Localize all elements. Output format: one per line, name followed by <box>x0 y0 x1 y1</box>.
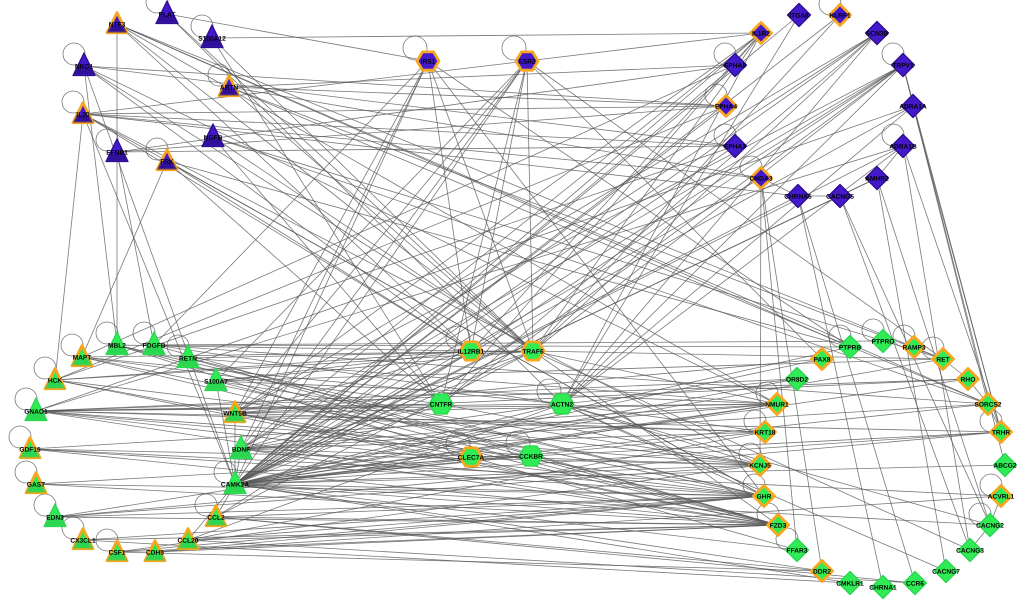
svg-text:RHO: RHO <box>961 377 976 384</box>
svg-text:OR8D2: OR8D2 <box>786 377 808 384</box>
svg-text:NRG1: NRG1 <box>75 64 94 71</box>
svg-text:CHRNA1: CHRNA1 <box>869 585 897 592</box>
svg-text:EDN3: EDN3 <box>46 515 64 522</box>
svg-text:CLEC7A: CLEC7A <box>458 455 485 462</box>
svg-text:CCKBR: CCKBR <box>519 454 543 461</box>
svg-text:FFAR3: FFAR3 <box>787 548 808 555</box>
svg-text:CACNG7: CACNG7 <box>932 569 960 576</box>
svg-text:ARTN: ARTN <box>220 85 239 92</box>
svg-text:CCR6: CCR6 <box>906 581 924 588</box>
svg-text:RETN: RETN <box>179 356 197 363</box>
svg-text:CACNG3: CACNG3 <box>956 548 984 555</box>
svg-text:HCK: HCK <box>48 378 63 385</box>
svg-text:CACNG5: CACNG5 <box>826 194 854 201</box>
svg-text:DDR2: DDR2 <box>813 569 831 576</box>
svg-text:EPHA3: EPHA3 <box>724 144 746 151</box>
svg-text:NTF3: NTF3 <box>109 22 126 29</box>
svg-text:SORCS2: SORCS2 <box>974 402 1001 409</box>
svg-text:S100A7: S100A7 <box>204 379 228 386</box>
svg-text:PLAT: PLAT <box>159 12 176 19</box>
svg-text:ACTN2: ACTN2 <box>551 402 573 409</box>
svg-text:CCL2: CCL2 <box>207 515 225 522</box>
svg-text:CCL20: CCL20 <box>178 538 199 545</box>
svg-text:IL1R2: IL1R2 <box>752 31 770 38</box>
svg-text:CNGA3: CNGA3 <box>749 176 772 183</box>
svg-text:CMKLR1: CMKLR1 <box>836 581 864 588</box>
svg-text:GHR: GHR <box>757 494 772 501</box>
svg-text:NMUR1: NMUR1 <box>765 402 789 409</box>
svg-text:CNTFR: CNTFR <box>430 402 453 409</box>
svg-text:SCN3B: SCN3B <box>866 31 889 38</box>
svg-text:GDF15: GDF15 <box>19 447 41 454</box>
svg-text:RAMP3: RAMP3 <box>902 345 925 352</box>
svg-text:TRHR: TRHR <box>992 430 1011 437</box>
svg-text:WNT5B: WNT5B <box>223 411 247 418</box>
svg-text:BDNF: BDNF <box>232 447 250 454</box>
svg-text:CAMK2A: CAMK2A <box>221 482 249 489</box>
svg-text:EPHA4: EPHA4 <box>715 104 737 111</box>
svg-text:ESR2: ESR2 <box>518 59 536 66</box>
svg-text:TRAF6: TRAF6 <box>522 349 544 356</box>
svg-text:PTPRO: PTPRO <box>872 339 895 346</box>
svg-text:AMHR2: AMHR2 <box>865 176 889 183</box>
svg-text:ABCG2: ABCG2 <box>993 463 1016 470</box>
svg-text:ACVRL1: ACVRL1 <box>988 494 1015 501</box>
svg-text:GAST: GAST <box>27 482 45 489</box>
svg-text:PDGFB: PDGFB <box>142 343 165 350</box>
svg-text:EFNB1: EFNB1 <box>106 150 128 157</box>
svg-text:IL12RB1: IL12RB1 <box>458 349 485 356</box>
svg-text:ITGA8: ITGA8 <box>789 13 809 20</box>
svg-text:IL20: IL20 <box>76 112 90 119</box>
svg-text:KCNJ5: KCNJ5 <box>749 463 771 470</box>
svg-text:KRT18: KRT18 <box>755 430 776 437</box>
svg-text:ADRA1A: ADRA1A <box>899 104 927 111</box>
svg-text:MAPT: MAPT <box>73 355 92 362</box>
svg-text:MBL2: MBL2 <box>108 343 126 350</box>
svg-text:EPHA8: EPHA8 <box>724 63 746 70</box>
svg-text:GNAO1: GNAO1 <box>24 409 48 416</box>
svg-text:CSF1: CSF1 <box>109 550 126 557</box>
svg-text:CHRNA5: CHRNA5 <box>784 194 812 201</box>
svg-text:PTPRB: PTPRB <box>839 345 862 352</box>
svg-text:ADRA1B: ADRA1B <box>889 144 917 151</box>
svg-text:CDH5: CDH5 <box>146 550 164 557</box>
svg-text:TRPV1: TRPV1 <box>892 63 914 70</box>
svg-text:S100A12: S100A12 <box>198 36 226 43</box>
svg-text:FZD3: FZD3 <box>770 523 787 530</box>
svg-text:CX3CL1: CX3CL1 <box>70 538 96 545</box>
svg-text:RET: RET <box>936 357 949 364</box>
svg-text:FRK: FRK <box>160 159 174 166</box>
svg-text:NGFB: NGFB <box>204 135 223 142</box>
svg-text:CACNG2: CACNG2 <box>976 523 1004 530</box>
svg-text:KLRF1: KLRF1 <box>829 13 851 20</box>
svg-text:IRS1: IRS1 <box>421 59 436 66</box>
svg-text:PAX8: PAX8 <box>814 357 831 364</box>
